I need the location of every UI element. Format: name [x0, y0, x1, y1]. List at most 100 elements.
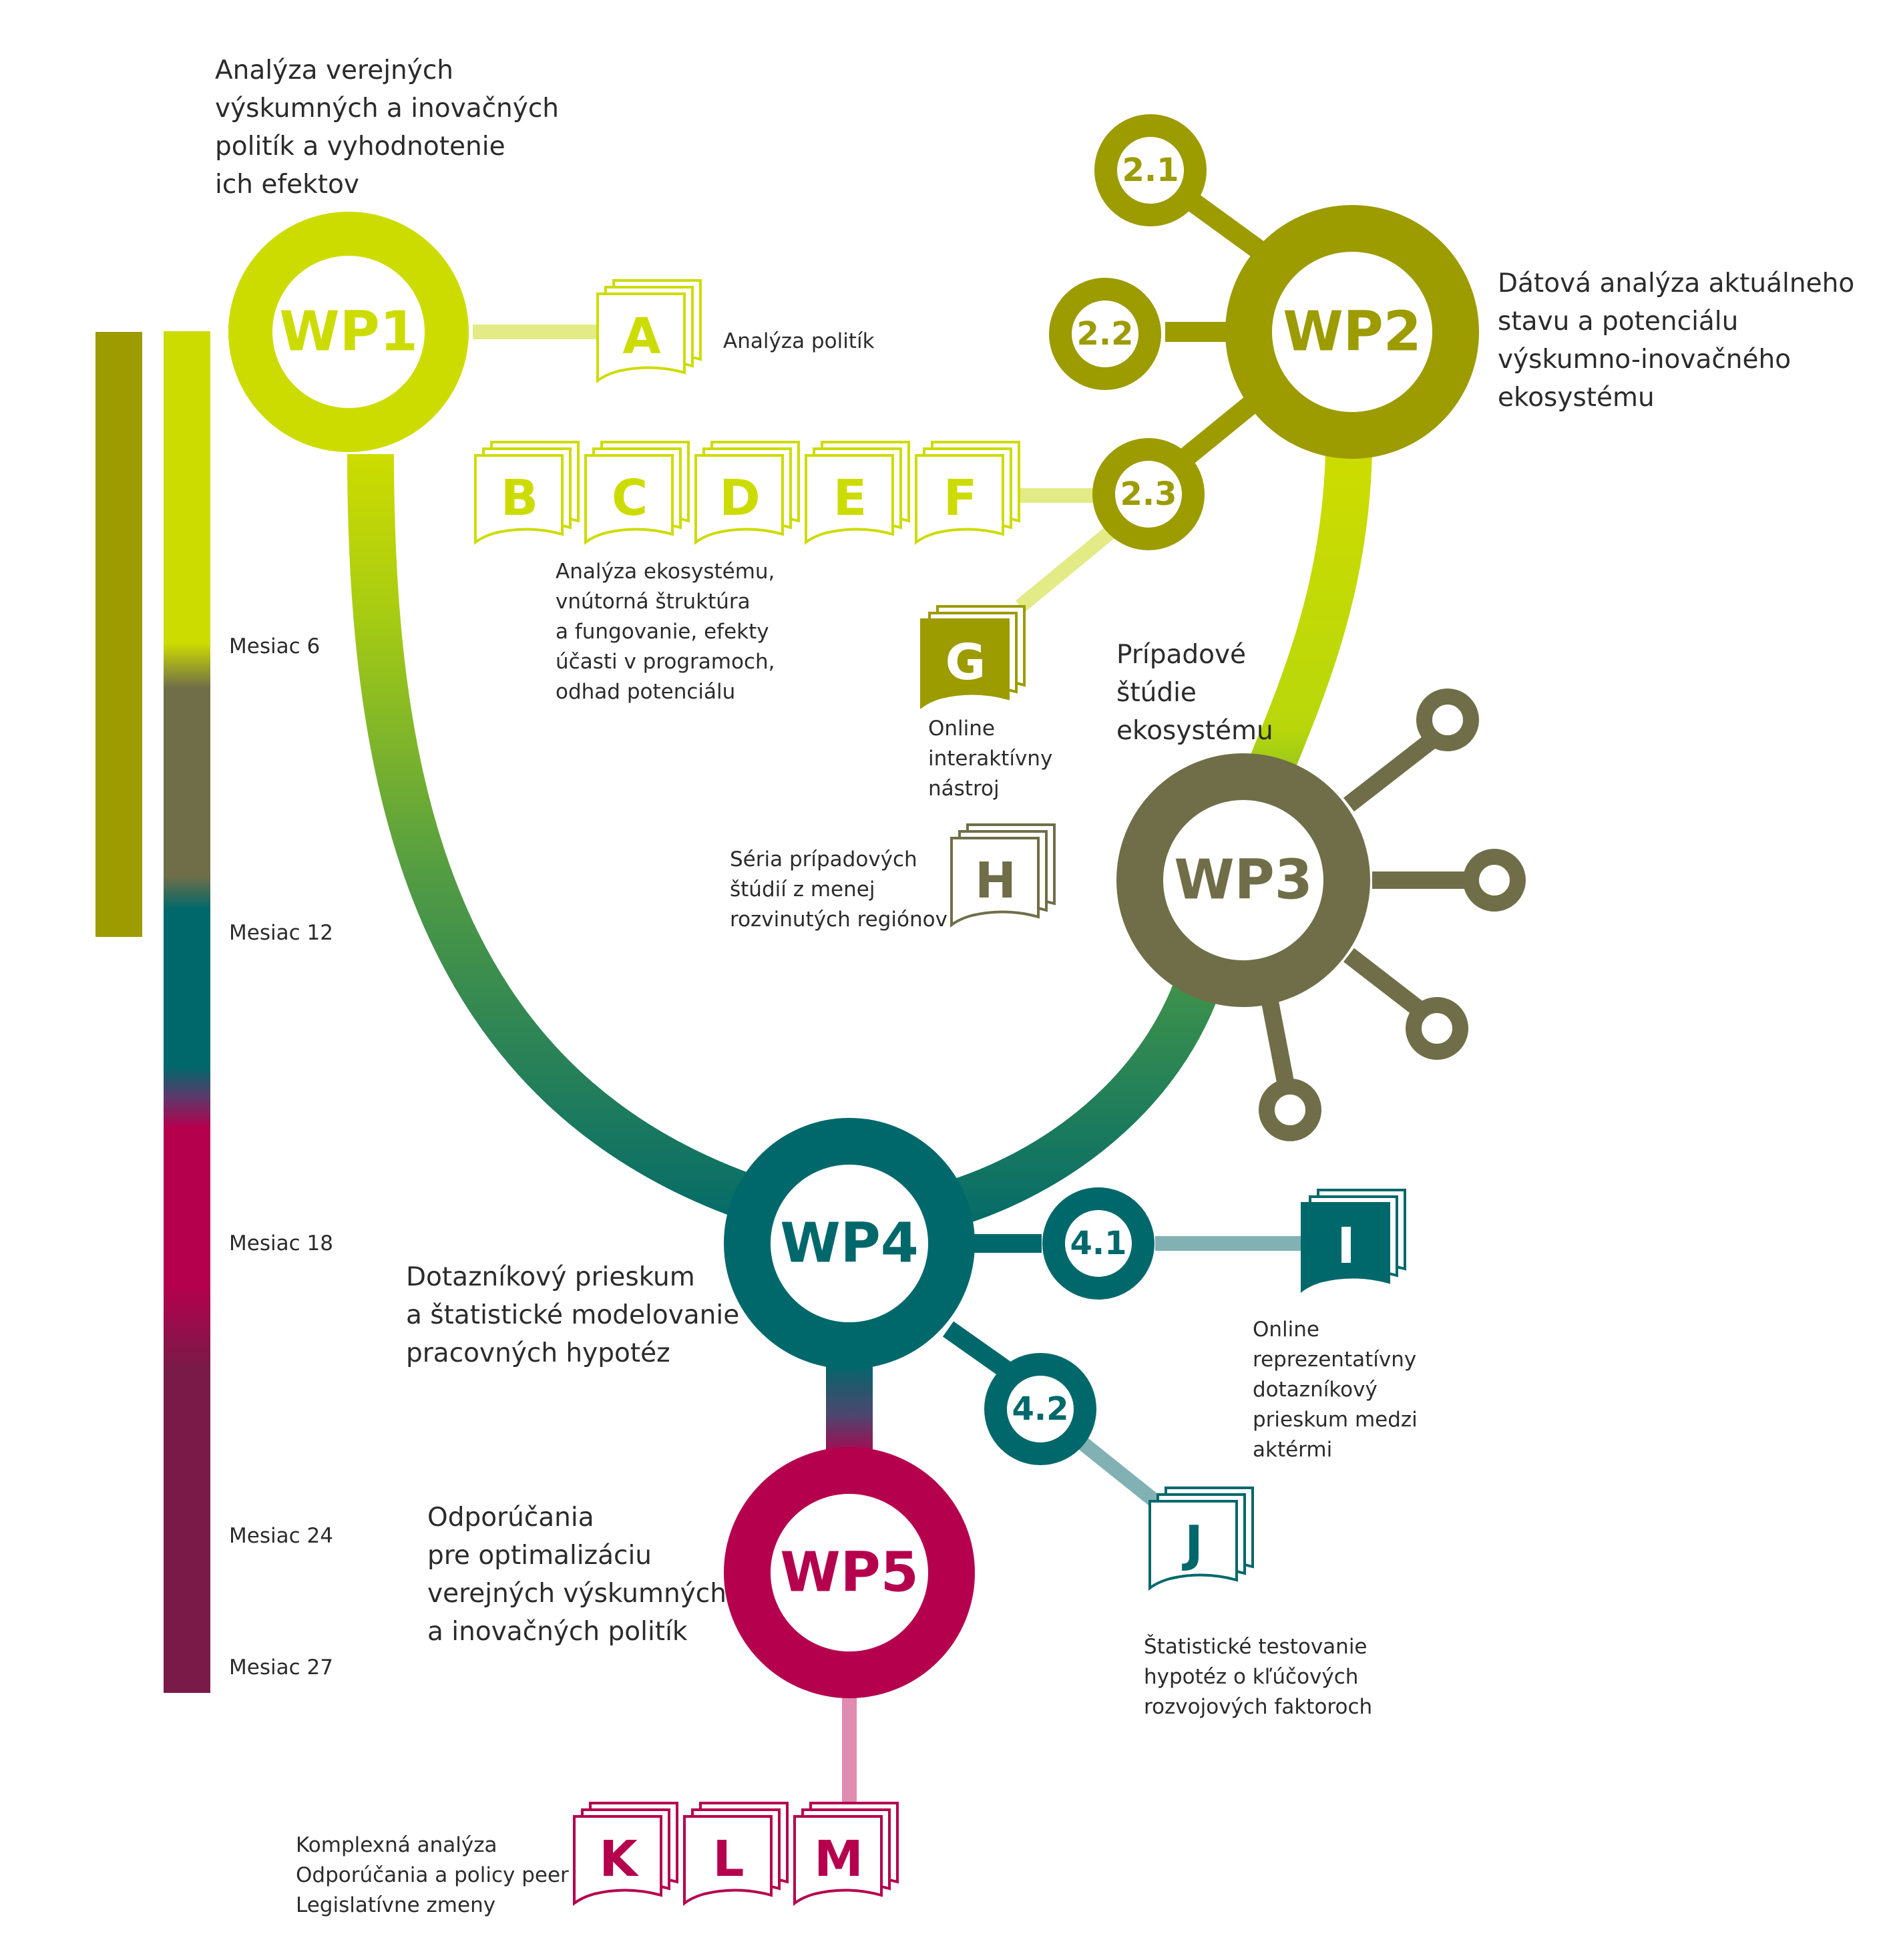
- subtask-2-1-node[interactable]: 2.1: [1094, 114, 1207, 226]
- deliverable-a-letter: A: [622, 308, 660, 365]
- deliverable-i-doc[interactable]: I: [1301, 1189, 1406, 1293]
- subtask-4-2-node[interactable]: 4.2: [984, 1353, 1096, 1465]
- wp5-description-line: verejných výskumných: [427, 1579, 726, 1609]
- wp1-node[interactable]: WP1: [228, 212, 469, 452]
- description-line: odhad potenciálu: [556, 680, 735, 704]
- deliverable-m-doc[interactable]: M: [793, 1802, 899, 1906]
- deliverable-i-description: Online reprezentatívny dotazníkový pries…: [1253, 1318, 1418, 1462]
- wp5-node[interactable]: WP5: [724, 1447, 975, 1698]
- wp3-spoke-end-4[interactable]: [1259, 1079, 1321, 1141]
- description-line: a fungovanie, efekty: [556, 620, 769, 644]
- wp2-2-3-connector: [1169, 387, 1269, 474]
- wp3-node[interactable]: WP3: [1116, 753, 1370, 1007]
- wp5-label: WP5: [780, 1541, 919, 1605]
- deliverable-j-letter: J: [1181, 1515, 1203, 1573]
- doc-front: [950, 837, 1040, 928]
- wp3-description-line: Prípadové: [1116, 640, 1246, 670]
- wp3-spoke-end-1[interactable]: [1416, 689, 1479, 751]
- deliverable-b-letter: B: [501, 469, 538, 527]
- wp5-description: Odporúčania pre optimalizáciu verejných …: [427, 1503, 726, 1647]
- description-line: reprezentatívny: [1253, 1348, 1416, 1372]
- description-line: Online: [928, 717, 995, 741]
- deliverable-i-letter: I: [1337, 1217, 1355, 1275]
- doc-front: [915, 454, 1004, 545]
- wp3-description-line: ekosystému: [1116, 716, 1273, 746]
- deliverable-e-letter: E: [833, 469, 867, 527]
- description-line: štúdií z menej: [730, 877, 875, 902]
- subtask-4-1-label: 4.1: [1070, 1225, 1126, 1262]
- subtask-2-3-label: 2.3: [1120, 475, 1177, 513]
- wp4-node[interactable]: WP4: [724, 1118, 975, 1369]
- deliverable-k-doc[interactable]: K: [573, 1802, 678, 1906]
- month-6-label: Mesiac 6: [229, 634, 320, 658]
- wp3-spoke-1: [1343, 727, 1444, 812]
- deliverable-j-doc[interactable]: J: [1148, 1487, 1254, 1591]
- subtask-2-2-node[interactable]: 2.2: [1049, 278, 1161, 390]
- wp1-description-line: Analýza verejných: [215, 55, 453, 85]
- description-line: nástroj: [928, 777, 1000, 801]
- subtask-4-1-node[interactable]: 4.1: [1042, 1187, 1155, 1300]
- wp4-description-line: a štatistické modelovanie: [406, 1300, 739, 1330]
- description-line: Odporúčania a policy peer: [296, 1863, 569, 1887]
- deliverable-d-doc[interactable]: D: [694, 441, 800, 545]
- wp3-spoke-3: [1343, 948, 1428, 1019]
- deliverable-a-doc[interactable]: A: [596, 279, 702, 383]
- description-line: hypotéz o kľúčových: [1144, 1665, 1358, 1689]
- description-line: prieskum medzi: [1253, 1408, 1418, 1432]
- doc-front: [793, 1815, 883, 1906]
- wp5-description-line: a inovačných politík: [427, 1617, 688, 1647]
- deliverable-c-doc[interactable]: C: [584, 441, 690, 545]
- doc-front: [474, 454, 564, 545]
- deliverable-g-doc[interactable]: G: [920, 605, 1026, 709]
- wp2-description-line: stavu a potenciálu: [1498, 307, 1738, 337]
- description-line: vnútorná štruktúra: [556, 590, 751, 614]
- wp2-node[interactable]: WP2: [1225, 205, 1479, 459]
- deliverable-b-doc[interactable]: B: [474, 441, 580, 545]
- deliverable-g-letter: G: [946, 634, 986, 691]
- wp1-description: Analýza verejných výskumných a inovačnýc…: [215, 55, 559, 200]
- deliverable-e-doc[interactable]: E: [805, 441, 910, 545]
- deliverable-f-doc[interactable]: F: [915, 441, 1020, 545]
- deliverable-m-letter: M: [814, 1830, 863, 1888]
- deliverable-h-letter: H: [975, 852, 1016, 910]
- doc-front: [596, 292, 686, 383]
- wp4-description-line: Dotazníkový prieskum: [406, 1262, 695, 1292]
- doc-front: [683, 1815, 773, 1906]
- deliverable-c-letter: C: [612, 469, 648, 527]
- deliverable-d-letter: D: [719, 469, 760, 527]
- wp3-label: WP3: [1174, 849, 1313, 912]
- subtask-2-3-g-connector: [1016, 525, 1116, 612]
- wp1-label: WP1: [279, 301, 418, 364]
- wp4-description: Dotazníkový prieskum a štatistické model…: [406, 1262, 739, 1368]
- wp3-spoke-end-3[interactable]: [1406, 997, 1468, 1060]
- description-line: rozvojových faktoroch: [1144, 1695, 1372, 1719]
- description-line: Štatistické testovanie: [1144, 1634, 1368, 1659]
- wp4-label: WP4: [780, 1212, 919, 1276]
- wp3-description: Prípadové štúdie ekosystému: [1116, 640, 1273, 746]
- wp2-description-line: výskumno-inovačného: [1498, 345, 1791, 375]
- deliverable-l-letter: L: [712, 1830, 744, 1888]
- doc-front: [920, 618, 1010, 709]
- wp3-spoke-end-2[interactable]: [1463, 849, 1526, 912]
- wp1-description-line: politík a vyhodnotenie: [215, 132, 505, 162]
- deliverable-l-doc[interactable]: L: [683, 1802, 789, 1906]
- deliverable-g-description: Online interaktívny nástroj: [928, 717, 1052, 801]
- deliverable-h-description: Séria prípadových štúdií z menej rozvinu…: [730, 847, 948, 932]
- description-line: aktérmi: [1253, 1438, 1332, 1462]
- doc-front: [1148, 1500, 1238, 1591]
- wp4-wp5-connector: [826, 1362, 873, 1462]
- description-line: dotazníkový: [1253, 1378, 1378, 1402]
- deliverable-j-description: Štatistické testovanie hypotéz o kľúčový…: [1144, 1634, 1372, 1719]
- wp2-description-line: Dátová analýza aktuálneho: [1498, 268, 1854, 299]
- subtask-2-3-node[interactable]: 2.3: [1092, 438, 1205, 550]
- deliverable-f-letter: F: [943, 469, 978, 527]
- wp4-4-2-connector: [942, 1321, 1011, 1377]
- description-line: interaktívny: [928, 747, 1052, 771]
- deliverable-h-doc[interactable]: H: [950, 823, 1056, 928]
- project-timeline-bar: [164, 331, 210, 1693]
- deliverable-k-letter: K: [599, 1830, 639, 1888]
- wp2-duration-bar: [95, 332, 142, 937]
- deliverables-klm-description: Komplexná analýza Odporúčania a policy p…: [296, 1833, 569, 1917]
- wp1-description-line: ich efektov: [215, 170, 359, 200]
